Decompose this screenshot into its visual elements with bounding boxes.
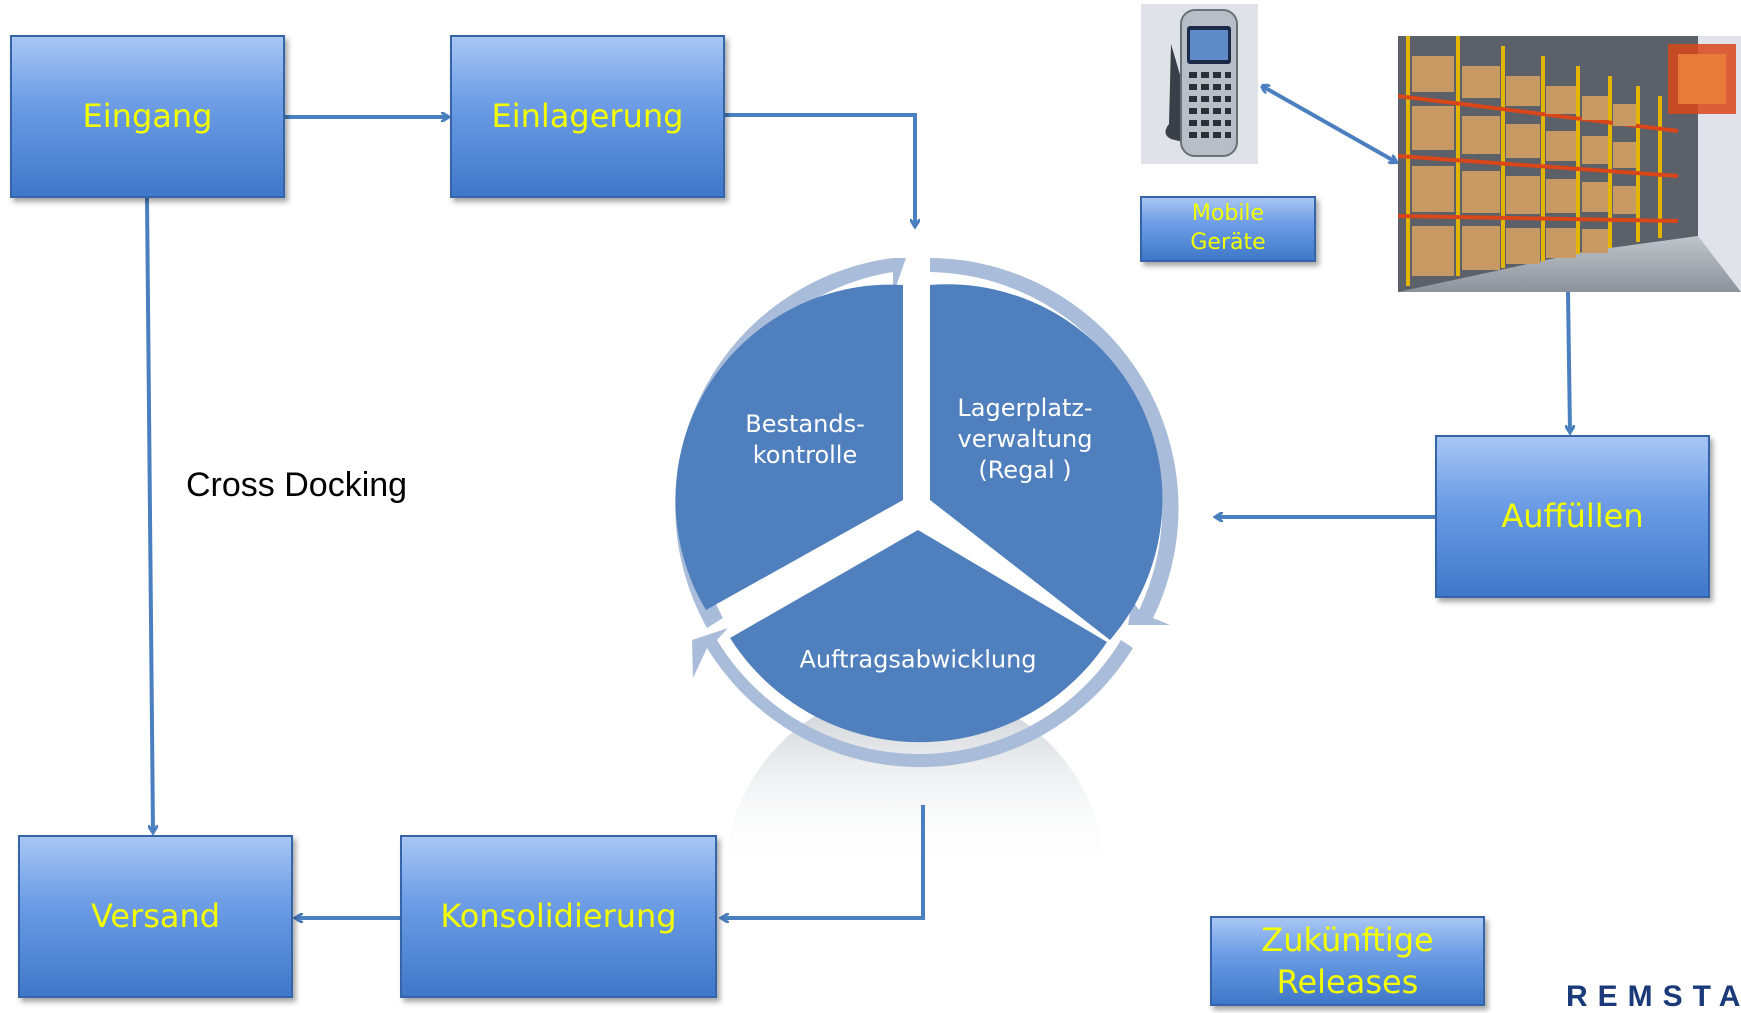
mobile-geraete-box: Mobile Geräte [1140, 196, 1316, 262]
zukuenftige-releases-box: Zukünftige Releases [1210, 916, 1485, 1006]
konsolidierung-label: Konsolidierung [440, 897, 677, 936]
arrow-cycle-konsolidierung [722, 805, 925, 918]
konsolidierung-box: Konsolidierung [400, 835, 717, 998]
auftragsabwicklung-label: Auftragsabwicklung [799, 645, 1037, 674]
future-label-line2: Releases [1276, 962, 1419, 1001]
auffuellen-label: Auffüllen [1501, 497, 1644, 536]
arrow-lager-auffuellen [1568, 291, 1570, 432]
future-label-line1: Zukünftige [1261, 921, 1434, 959]
arrow-eingang-versand [145, 197, 153, 832]
cycle-ring [675, 258, 1179, 768]
mobile-label-line1: Mobile [1191, 201, 1265, 227]
ring-arrow-bottom [692, 628, 1133, 768]
einlagerung-box: Einlagerung [450, 35, 725, 198]
eingang-box: Eingang [10, 35, 285, 198]
eingang-label: Eingang [82, 97, 213, 136]
einlagerung-label: Einlagerung [491, 97, 684, 136]
auffuellen-box: Auffüllen [1435, 435, 1710, 598]
ring-arrow-left [675, 258, 906, 628]
cycle-segments [675, 284, 1163, 743]
company-logo: REMSTA [1566, 980, 1741, 1013]
arrow-mobile-lager [1262, 86, 1396, 162]
segment-auftragsabwicklung [730, 530, 1107, 743]
cross-docking-label: Cross Docking [186, 466, 408, 504]
lagerplatzverwaltung-label: Lagerplatz- verwaltung (Regal ) [957, 394, 1093, 485]
segment-lagerplatzverwaltung [930, 284, 1163, 640]
bestandskontrolle-label: Bestands- kontrolle [745, 409, 865, 469]
mobile-scanner-image [1141, 4, 1258, 164]
versand-box: Versand [18, 835, 293, 998]
warehouse-image [1398, 36, 1741, 292]
ring-arrow-right [930, 258, 1179, 625]
mobile-label-line2: Geräte [1190, 230, 1266, 255]
segment-bestandskontrolle [675, 284, 903, 610]
arrow-einlagerung-cycle [725, 113, 915, 226]
versand-label: Versand [90, 897, 221, 936]
